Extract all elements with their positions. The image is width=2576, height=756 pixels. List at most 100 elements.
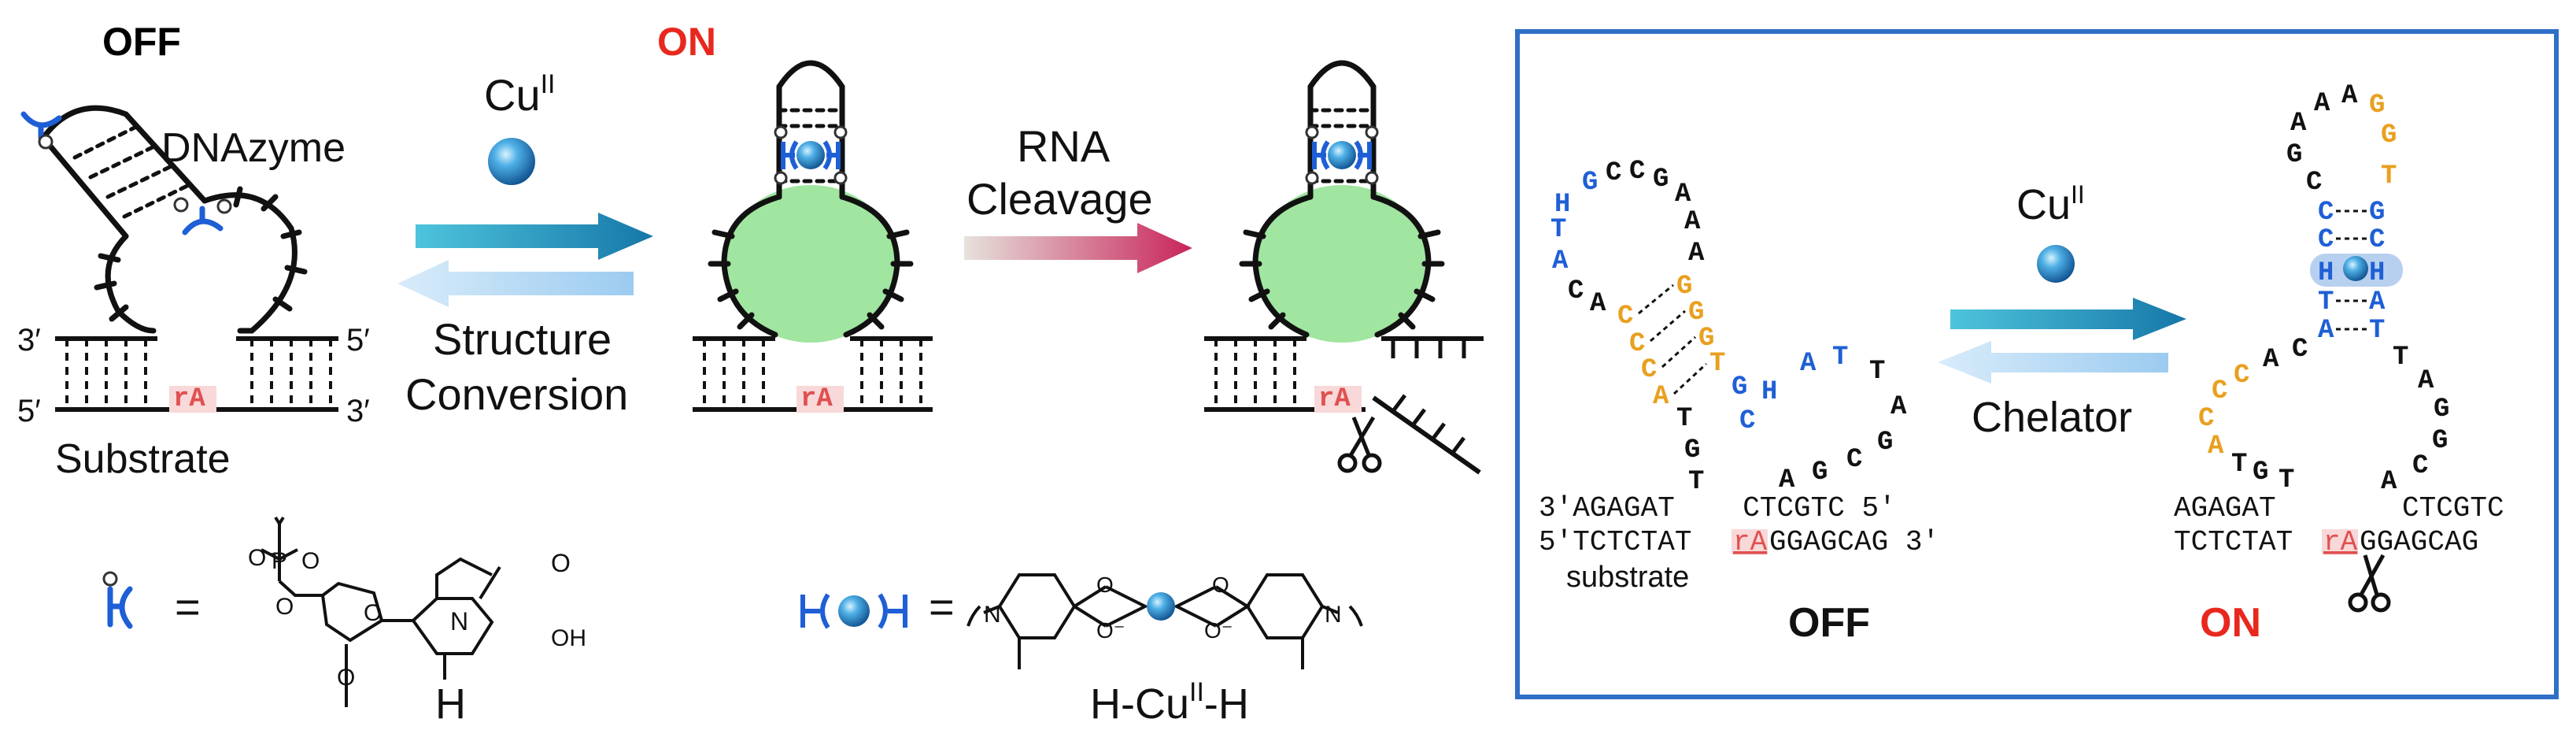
reverse-arrow-1 <box>397 260 634 307</box>
svg-text:G: G <box>1812 458 1828 487</box>
svg-text:C: C <box>1617 302 1633 332</box>
svg-text:G: G <box>2381 120 2397 150</box>
svg-text:C: C <box>1641 355 1657 385</box>
svg-text:G: G <box>2369 91 2385 120</box>
svg-text:H: H <box>1554 190 1570 220</box>
hcuh-chem-O2: O⁻ <box>1096 618 1125 643</box>
prime-3-left: 3′ <box>17 323 41 358</box>
svg-text:G: G <box>1688 298 1704 328</box>
hcuh-legend-icon <box>800 593 907 629</box>
hcuh-chemical-structure <box>966 573 1363 669</box>
svg-text:G: G <box>2369 198 2385 228</box>
off-dnazyme-structure <box>40 105 308 334</box>
svg-text:C: C <box>2306 168 2322 198</box>
svg-text:C: C <box>2318 198 2334 228</box>
svg-text:A: A <box>2263 345 2279 375</box>
svg-text:G: G <box>1877 428 1893 458</box>
forward-arrow-2 <box>1950 298 2186 340</box>
on-dnazyme-structure <box>708 60 914 343</box>
svg-text:A: A <box>2381 467 2397 497</box>
hcuh-chem-O3: O <box>1212 573 1229 597</box>
svg-text:A: A <box>2208 432 2224 461</box>
svg-text:C: C <box>1846 445 1862 475</box>
off-base-pair-dashes <box>1638 284 1708 395</box>
ligand-h-legend-icon <box>102 571 133 629</box>
scissors-icon-right <box>2348 554 2391 613</box>
equals-1: = <box>175 582 201 632</box>
cleavage-arrow <box>964 223 1192 273</box>
substrate-word: substrate <box>1566 561 1689 594</box>
on-label-right: ON <box>2200 600 2261 646</box>
state-on-label: ON <box>657 20 716 64</box>
chem-O-linker: O <box>275 594 294 620</box>
svg-text:C: C <box>2412 451 2428 481</box>
chem-OH: OH <box>551 625 586 651</box>
on-seq-cu <box>2343 256 2368 281</box>
off-label-right: OFF <box>1788 600 1870 646</box>
hcuh-chem-cu <box>1147 592 1175 621</box>
svg-text:C: C <box>1568 276 1584 306</box>
ligand-h-chemical-structure <box>261 516 501 707</box>
prime-5-left: 5′ <box>346 323 370 358</box>
svg-text:H: H <box>2318 258 2334 288</box>
svg-text:T: T <box>2369 316 2385 346</box>
state-off-label: OFF <box>102 20 181 64</box>
rA-highlight-on-seq <box>2322 529 2358 554</box>
svg-text:C: C <box>1739 406 1755 436</box>
substrate-label: Substrate <box>55 436 231 482</box>
prime-5-left-bottom: 5′ <box>17 394 41 428</box>
rA-cleaved: rA <box>1318 384 1351 414</box>
hcuh-chem-N2: N <box>1325 602 1342 628</box>
off-sequence-structure: H G C C G A A A T A C A C C C A G G G T … <box>1550 157 1907 497</box>
on-base-pair-dashes <box>2336 209 2367 331</box>
svg-text:C: C <box>2292 335 2308 365</box>
chem-O-keto: O <box>551 549 571 577</box>
cleaved-dnazyme-structure <box>1239 60 1445 343</box>
svg-text:A: A <box>2314 89 2330 119</box>
rA-off-seq: rA <box>1733 526 1768 558</box>
h-label: H <box>435 680 466 728</box>
on-top-left: AGAGAT <box>2174 492 2276 524</box>
chem-O-minus: O⁻ <box>248 545 279 571</box>
svg-text:A: A <box>1590 289 1606 319</box>
on-sequence-structure: A A A G G T G C C G C C H H T A A T C A … <box>2198 81 2449 497</box>
svg-text:G: G <box>1698 324 1714 354</box>
rA-off: rA <box>173 384 205 414</box>
svg-text:G: G <box>2434 395 2449 424</box>
svg-text:A: A <box>1653 382 1669 412</box>
svg-text:A: A <box>1684 207 1701 237</box>
svg-text:A: A <box>1779 465 1795 495</box>
chelator-label: Chelator <box>1972 394 2132 441</box>
svg-text:A: A <box>2418 366 2434 396</box>
reverse-arrow-2 <box>1938 341 2168 384</box>
conversion-label: Conversion <box>405 369 628 419</box>
structure-label: Structure <box>433 314 612 364</box>
cu-ion-1 <box>488 138 535 185</box>
chem-O-ring: O <box>364 600 382 626</box>
svg-text:G: G <box>2432 426 2448 456</box>
svg-text:C: C <box>2318 225 2334 255</box>
svg-text:C: C <box>2234 361 2249 391</box>
off-bottom-left: 5′TCTCTAT <box>1539 526 1691 558</box>
svg-text:A: A <box>2369 287 2386 317</box>
off-top-strand: 3′AGAGAT CTCGTC 5′ <box>1539 492 1896 524</box>
hcuh-chem-O4: O⁻ <box>1204 618 1233 643</box>
chem-O-3prime: O <box>337 665 355 691</box>
ligand-h-off-1 <box>20 111 62 150</box>
svg-text:H: H <box>1761 377 1777 407</box>
svg-text:C: C <box>2369 225 2385 255</box>
svg-text:A: A <box>1800 349 1817 379</box>
ligand-h-off-2 <box>173 197 232 235</box>
rA-highlight-cleaved <box>1314 386 1362 413</box>
svg-text:C: C <box>1629 157 1645 187</box>
on-top-right: CTCGTC <box>2402 492 2504 524</box>
svg-text:A: A <box>1688 239 1705 269</box>
equals-2: = <box>929 582 955 632</box>
hcuh-chem-O1: O <box>1096 573 1114 597</box>
cu-ion-2 <box>2037 245 2075 283</box>
svg-text:T: T <box>1832 343 1848 372</box>
svg-text:A: A <box>2290 109 2307 139</box>
svg-text:T: T <box>2381 161 2397 191</box>
svg-text:T: T <box>2278 465 2294 495</box>
svg-text:H: H <box>2369 258 2385 288</box>
